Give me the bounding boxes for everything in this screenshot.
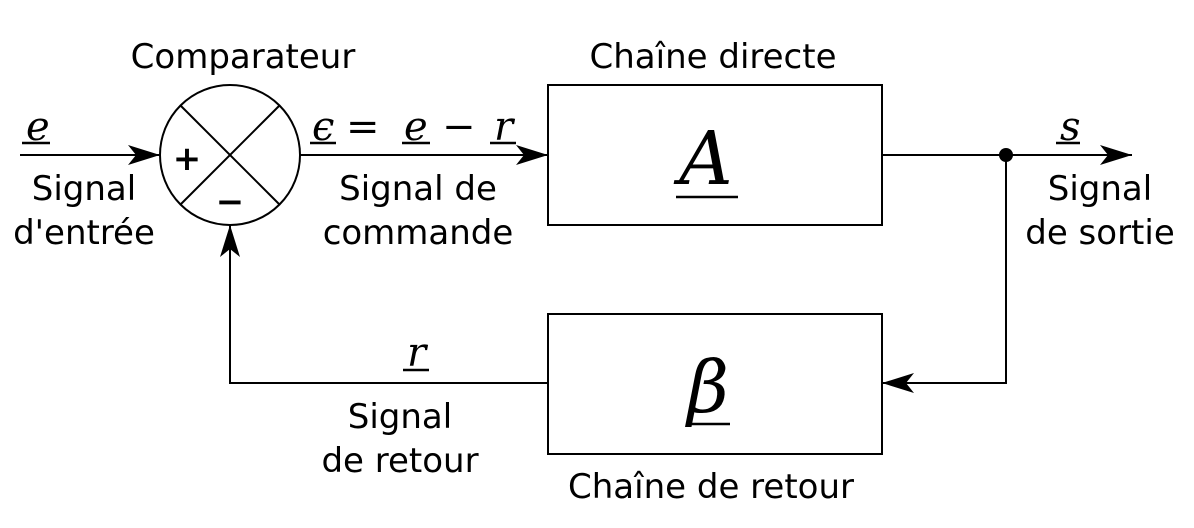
comparator-plus-sign: + xyxy=(173,139,202,179)
forward-chain-label: Chaîne directe xyxy=(590,37,837,77)
error-e: e xyxy=(404,104,428,150)
error-eps: ϵ xyxy=(312,104,334,150)
feedback-arrow-to-comparator xyxy=(220,225,548,384)
feedback-chain-label: Chaîne de retour xyxy=(568,467,854,507)
feedback-arrow-to-block xyxy=(882,155,1007,393)
input-label-line1: Signal xyxy=(32,169,136,209)
output-label-line1: Signal xyxy=(1048,169,1152,209)
comparator-cross-2 xyxy=(179,104,281,206)
output-label-line2: de sortie xyxy=(1025,213,1175,253)
comparator-minus-sign: − xyxy=(216,182,245,222)
error-label-line1: Signal de xyxy=(339,169,497,209)
input-label-line2: d'entrée xyxy=(13,213,155,253)
feedback-label-line1: Signal xyxy=(348,397,452,437)
feedback-symbol: r xyxy=(407,330,429,376)
input-symbol: e xyxy=(26,104,50,150)
error-label-line2: commande xyxy=(323,213,514,253)
feedback-label-line2: de retour xyxy=(321,441,478,481)
error-equals: = xyxy=(346,104,380,150)
feedback-chain-symbol: β xyxy=(684,345,729,429)
forward-chain-symbol: A xyxy=(673,116,732,202)
comparator-label: Comparateur xyxy=(131,37,356,77)
error-r: r xyxy=(494,104,516,150)
output-symbol: s xyxy=(1060,104,1081,150)
error-minus: − xyxy=(442,104,476,150)
